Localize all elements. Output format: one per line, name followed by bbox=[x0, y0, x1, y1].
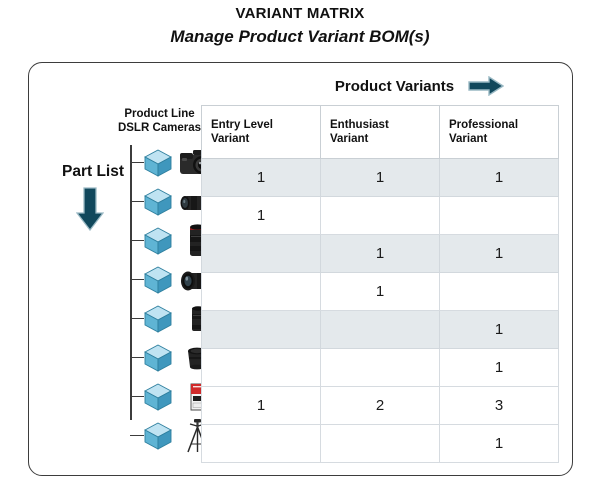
tree-branch-line bbox=[130, 356, 144, 359]
column-header-entry-level-variant: Entry Level Variant bbox=[201, 105, 321, 159]
table-row: 1 bbox=[201, 272, 559, 311]
tree-branch-line bbox=[130, 161, 144, 164]
tree-branch-line bbox=[130, 278, 144, 281]
column-header-line1: Professional bbox=[449, 119, 519, 131]
column-header-line1: Entry Level bbox=[211, 119, 273, 131]
matrix-cell[interactable]: 1 bbox=[201, 196, 321, 235]
cube-icon bbox=[144, 265, 172, 294]
matrix-cell[interactable]: 1 bbox=[201, 158, 321, 197]
product-line-line1: Product Line bbox=[124, 108, 195, 120]
cube-icon bbox=[144, 148, 172, 177]
cube-icon bbox=[144, 382, 172, 411]
matrix-cell[interactable] bbox=[439, 272, 559, 311]
table-row: 1 2 3 bbox=[201, 386, 559, 425]
tree-branch-line bbox=[130, 239, 144, 242]
matrix-cell[interactable] bbox=[320, 310, 440, 349]
matrix-cell[interactable]: 1 bbox=[439, 158, 559, 197]
table-row: 1 bbox=[201, 196, 559, 235]
matrix-cell[interactable] bbox=[201, 310, 321, 349]
table-header-row: Entry Level Variant Enthusiast Variant P… bbox=[201, 105, 559, 159]
matrix-cell[interactable]: 3 bbox=[439, 386, 559, 425]
page-titles: VARIANT MATRIX Manage Product Variant BO… bbox=[0, 4, 600, 48]
column-header-line1: Enthusiast bbox=[330, 119, 389, 131]
column-header-enthusiast-variant: Enthusiast Variant bbox=[320, 105, 440, 159]
tree-trunk-line bbox=[130, 145, 132, 420]
variant-matrix-card: Product Variants Product Line DSLR Camer… bbox=[28, 62, 573, 476]
arrow-down-icon bbox=[76, 187, 104, 231]
product-variants-label: Product Variants bbox=[334, 77, 455, 95]
matrix-cell[interactable] bbox=[201, 348, 321, 387]
matrix-cell[interactable]: 1 bbox=[439, 348, 559, 387]
cube-icon bbox=[144, 187, 172, 216]
table-row: 1 bbox=[201, 424, 559, 463]
cube-icon bbox=[144, 343, 172, 372]
column-header-line2: Variant bbox=[330, 133, 369, 145]
column-header-line2: Variant bbox=[211, 133, 250, 145]
part-list-label: Part List bbox=[61, 163, 124, 180]
matrix-cell[interactable]: 1 bbox=[439, 424, 559, 463]
matrix-cell[interactable] bbox=[320, 348, 440, 387]
matrix-cell[interactable]: 1 bbox=[320, 158, 440, 197]
tree-branch-line bbox=[130, 200, 144, 203]
table-row: 1 1 bbox=[201, 234, 559, 273]
tree-branch-line bbox=[130, 317, 144, 320]
cube-icon bbox=[144, 226, 172, 255]
matrix-cell[interactable]: 1 bbox=[439, 234, 559, 273]
matrix-cell[interactable] bbox=[201, 424, 321, 463]
matrix-cell[interactable]: 1 bbox=[320, 234, 440, 273]
page-subtitle: Manage Product Variant BOM(s) bbox=[170, 27, 430, 46]
matrix-cell[interactable] bbox=[201, 234, 321, 273]
table-row: 1 1 1 bbox=[201, 158, 559, 197]
page-title: VARIANT MATRIX bbox=[235, 5, 365, 22]
product-line-label: Product Line DSLR Cameras bbox=[67, 107, 252, 135]
column-header-professional-variant: Professional Variant bbox=[439, 105, 559, 159]
cube-icon bbox=[144, 304, 172, 333]
matrix-cell[interactable] bbox=[320, 424, 440, 463]
tree-branch-line bbox=[130, 434, 144, 437]
matrix-cell[interactable] bbox=[439, 196, 559, 235]
table-row: 1 bbox=[201, 348, 559, 387]
matrix-cell[interactable] bbox=[201, 272, 321, 311]
matrix-cell[interactable] bbox=[320, 196, 440, 235]
column-header-line2: Variant bbox=[449, 133, 488, 145]
product-variants-header: Product Variants bbox=[277, 76, 562, 96]
cube-icon bbox=[144, 421, 172, 450]
table-row: 1 bbox=[201, 310, 559, 349]
matrix-cell[interactable]: 1 bbox=[201, 386, 321, 425]
matrix-cell[interactable]: 2 bbox=[320, 386, 440, 425]
tree-branch-line bbox=[130, 395, 144, 398]
matrix-cell[interactable]: 1 bbox=[320, 272, 440, 311]
variant-matrix-table: Entry Level Variant Enthusiast Variant P… bbox=[201, 105, 559, 463]
arrow-right-icon bbox=[468, 76, 505, 96]
matrix-cell[interactable]: 1 bbox=[439, 310, 559, 349]
product-line-line2: DSLR Cameras bbox=[117, 122, 202, 134]
